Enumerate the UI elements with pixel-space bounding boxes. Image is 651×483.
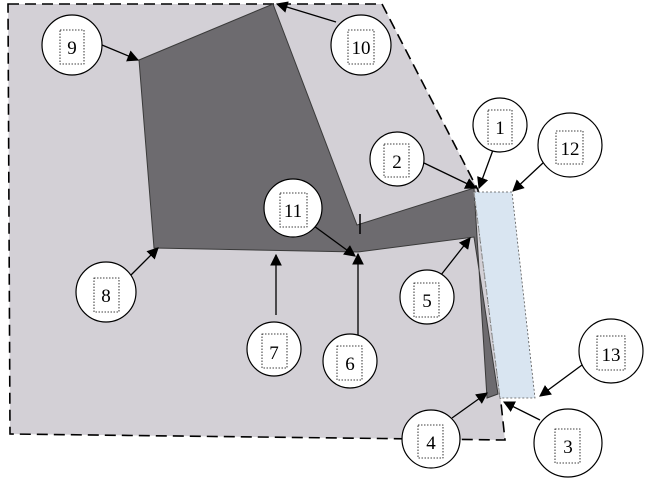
- node-9-label: 9: [67, 38, 77, 59]
- node-3-label: 3: [563, 437, 573, 458]
- node-7-label: 7: [269, 343, 279, 364]
- arrow-3: [502, 401, 541, 421]
- node-2-label: 2: [392, 152, 402, 173]
- node-13-label: 13: [602, 345, 621, 366]
- arrow-10: [275, 1, 337, 23]
- node-5-label: 5: [422, 291, 432, 312]
- node-2: 2: [369, 131, 425, 187]
- arrow-8: [127, 247, 159, 279]
- node-4: 4: [401, 409, 461, 469]
- node-8: 8: [75, 261, 137, 323]
- strip-edge: [473, 191, 501, 399]
- arrow-12: [512, 161, 545, 192]
- node-6: 6: [322, 333, 378, 389]
- node-7: 7: [246, 321, 302, 377]
- node-9: 9: [41, 14, 103, 76]
- arrow-9: [101, 44, 140, 62]
- node-13: 13: [578, 318, 644, 384]
- arrow-4: [451, 392, 488, 419]
- node-12-label: 12: [561, 139, 580, 160]
- node-3: 3: [533, 408, 603, 478]
- node-1: 1: [472, 97, 528, 153]
- node-10-label: 10: [352, 38, 371, 59]
- arrow-13: [539, 364, 583, 397]
- node-10: 10: [330, 14, 392, 76]
- node-4-label: 4: [426, 433, 436, 454]
- arrow-11: [313, 225, 356, 257]
- node-5: 5: [399, 269, 455, 325]
- arrow-2: [423, 162, 478, 189]
- node-1-label: 1: [495, 118, 505, 139]
- node-6-label: 6: [345, 354, 355, 375]
- arrow-5: [436, 237, 471, 281]
- node-11: 11: [263, 178, 323, 238]
- arrow-1: [477, 149, 494, 190]
- node-8-label: 8: [101, 286, 111, 307]
- node-11-label: 11: [284, 201, 302, 222]
- node-12: 12: [537, 112, 603, 178]
